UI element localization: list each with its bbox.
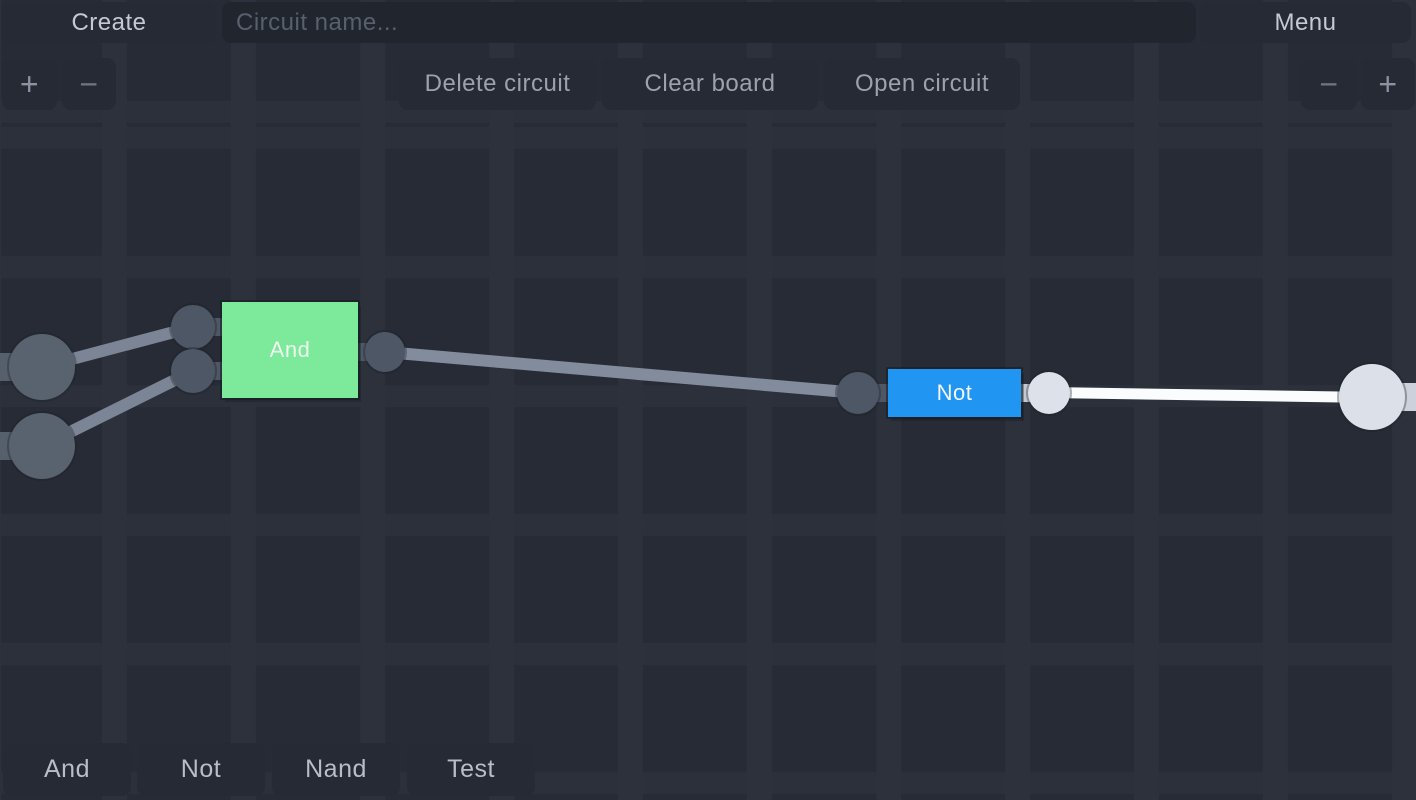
zoom-out-left-button[interactable]: − xyxy=(62,58,116,110)
open-circuit-button[interactable]: Open circuit xyxy=(824,58,1020,110)
wire-not-to-output xyxy=(1048,386,1373,403)
zoom-in-right-button[interactable]: + xyxy=(1361,58,1415,110)
palette-item-and[interactable]: And xyxy=(3,743,131,796)
output-node[interactable] xyxy=(1339,364,1405,430)
menu-button[interactable]: Menu xyxy=(1200,2,1411,43)
not-input[interactable] xyxy=(837,372,879,414)
input-node-b[interactable] xyxy=(9,413,75,479)
palette-item-not[interactable]: Not xyxy=(137,743,265,796)
and-input-1[interactable] xyxy=(171,305,215,349)
clear-board-button[interactable]: Clear board xyxy=(602,58,818,110)
palette-item-test[interactable]: Test xyxy=(407,743,535,796)
palette-item-nand[interactable]: Nand xyxy=(272,743,400,796)
not-output[interactable] xyxy=(1028,372,1070,414)
and-input-2[interactable] xyxy=(171,349,215,393)
zoom-in-left-button[interactable]: + xyxy=(2,58,57,110)
delete-circuit-button[interactable]: Delete circuit xyxy=(399,58,596,110)
circuit-name-input[interactable] xyxy=(222,2,1196,43)
and-output[interactable] xyxy=(365,332,405,372)
zoom-out-right-button[interactable]: − xyxy=(1301,58,1357,110)
and-gate[interactable]: And xyxy=(222,302,358,398)
wire-and-to-not xyxy=(384,346,859,399)
not-gate[interactable]: Not xyxy=(888,369,1021,417)
create-button[interactable]: Create xyxy=(2,2,216,43)
input-node-a[interactable] xyxy=(9,334,75,400)
